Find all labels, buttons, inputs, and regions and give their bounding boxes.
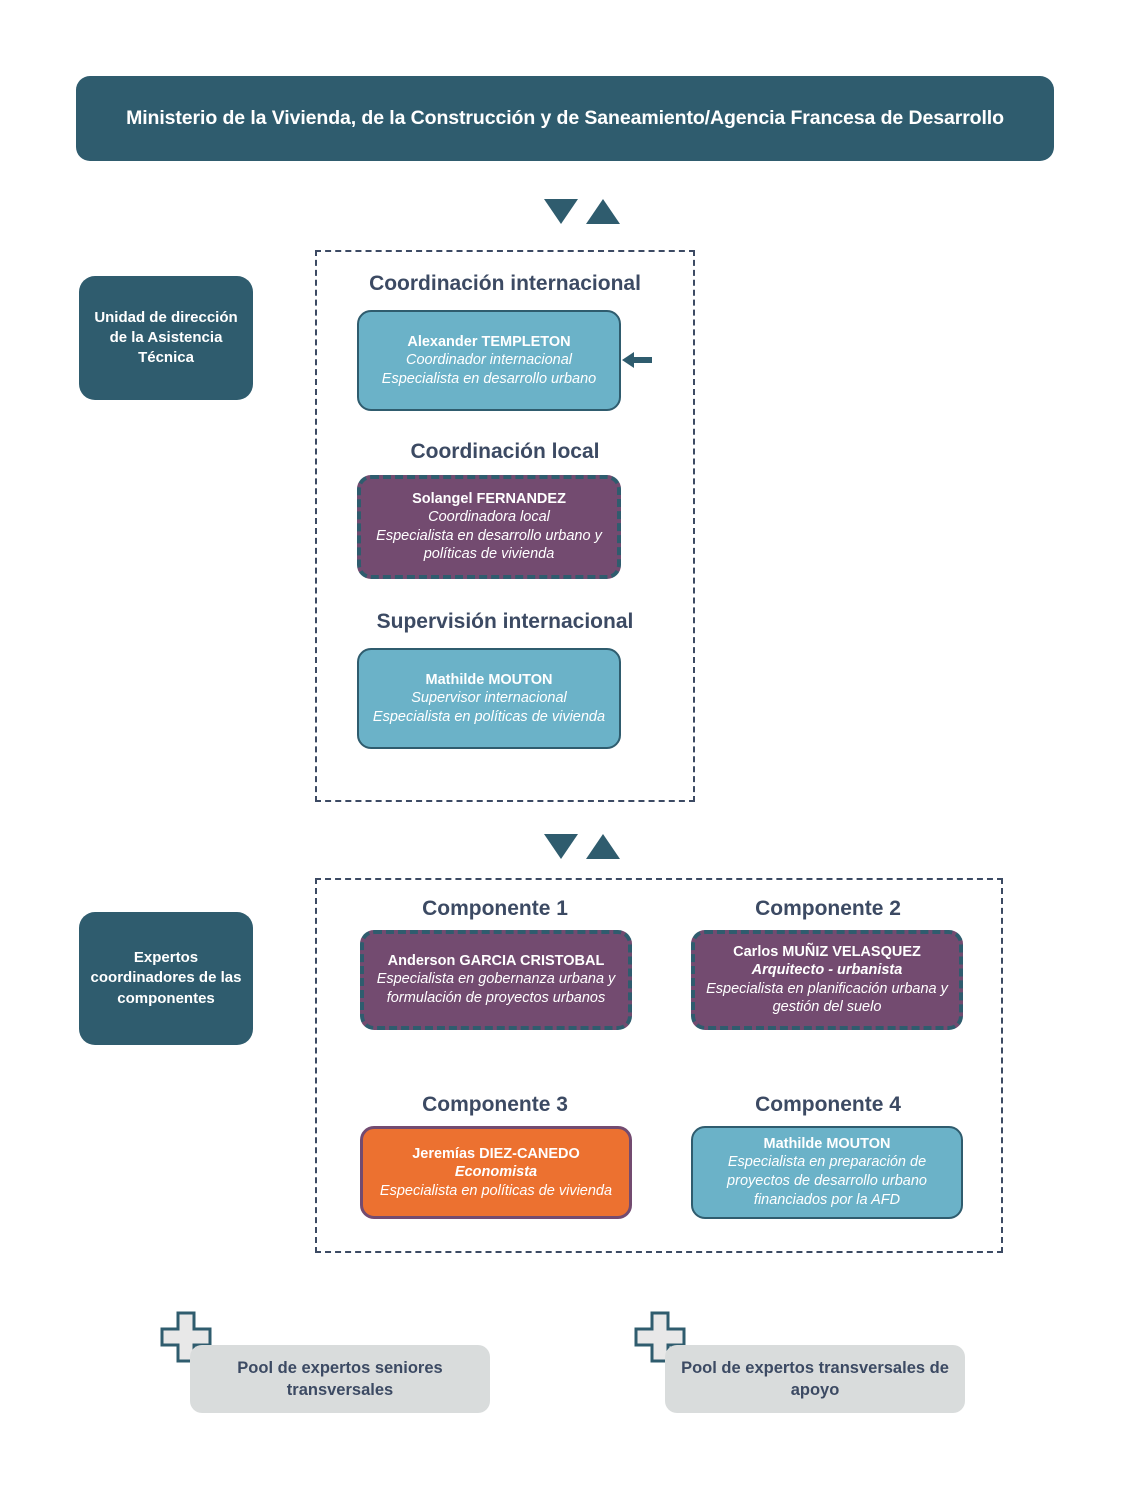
card-name: Anderson GARCIA CRISTOBAL — [387, 953, 605, 970]
card-name: Carlos MUÑIZ VELASQUEZ — [733, 943, 921, 960]
card-specialty: Especialista en planificación urbana y g… — [706, 980, 948, 1016]
page-title: Ministerio de la Vivienda, de la Constru… — [126, 106, 1004, 129]
pool-support-experts-label: Pool de expertos transversales de apoyo — [681, 1358, 949, 1399]
section-title-coordinacion-internacional: Coordinación internacional — [369, 272, 641, 295]
card-specialty: Especialista en preparación de proyectos… — [727, 1154, 927, 1208]
card-role: Supervisor internacional — [411, 689, 567, 706]
organization-header: Ministerio de la Vivienda, de la Constru… — [76, 76, 1054, 161]
connector-middle — [544, 834, 620, 859]
triangle-up-icon — [586, 199, 620, 224]
card-role: Economista — [454, 1163, 538, 1180]
components-group — [315, 878, 1003, 1253]
card-mathilde-mouton-componente-4[interactable]: Mathilde MOUTON Especialista en preparac… — [691, 1126, 963, 1219]
pool-senior-experts[interactable]: Pool de expertos seniores transversales — [190, 1345, 490, 1413]
card-specialty: Especialista en desarrollo urbano — [381, 370, 597, 387]
section-title-coordinacion-local: Coordinación local — [410, 440, 600, 463]
management-unit-group — [315, 250, 695, 802]
card-specialty: Especialista en políticas de vivienda — [379, 1182, 613, 1199]
side-label-management-unit-text: Unidad de dirección de la Asistencia Téc… — [94, 308, 238, 367]
card-name: Jeremías DIEZ-CANEDO — [412, 1145, 580, 1162]
card-specialty: Especialista en gobernanza urbana y form… — [376, 971, 616, 1007]
card-name: Alexander TEMPLETON — [407, 333, 571, 350]
side-label-component-experts-text: Expertos coordinadores de las componente… — [90, 949, 242, 1007]
pool-senior-experts-label: Pool de expertos seniores transversales — [237, 1358, 443, 1399]
card-jeremias-diez-canedo[interactable]: Jeremías DIEZ-CANEDO Economista Especial… — [360, 1126, 632, 1219]
card-name: Solangel FERNANDEZ — [412, 490, 566, 507]
card-specialty: Especialista en políticas de vivienda — [372, 708, 606, 725]
side-label-management-unit: Unidad de dirección de la Asistencia Téc… — [79, 276, 253, 400]
triangle-up-icon — [586, 834, 620, 859]
section-title-componente-4: Componente 4 — [755, 1093, 901, 1116]
section-title-componente-1: Componente 1 — [422, 897, 568, 920]
side-label-component-experts: Expertos coordinadores de las componente… — [79, 912, 253, 1045]
connector-top — [544, 199, 620, 224]
card-role: Coordinador internacional — [405, 351, 573, 368]
card-specialty: Especialista en desarrollo urbano y polí… — [376, 527, 602, 563]
card-name: Mathilde MOUTON — [763, 1136, 891, 1153]
card-name: Mathilde MOUTON — [425, 671, 553, 688]
section-title-componente-2: Componente 2 — [755, 897, 901, 920]
card-carlos-muniz-velasquez[interactable]: Carlos MUÑIZ VELASQUEZ Arquitecto - urba… — [691, 930, 963, 1030]
pool-support-experts[interactable]: Pool de expertos transversales de apoyo — [665, 1345, 965, 1413]
arrow-left-icon — [622, 352, 652, 368]
card-mathilde-mouton-supervisor[interactable]: Mathilde MOUTON Supervisor internacional… — [357, 648, 621, 749]
card-alexander-templeton[interactable]: Alexander TEMPLETON Coordinador internac… — [357, 310, 621, 411]
triangle-down-icon — [544, 199, 578, 224]
section-title-supervision-internacional: Supervisión internacional — [376, 610, 634, 633]
card-solangel-fernandez[interactable]: Solangel FERNANDEZ Coordinadora local Es… — [357, 475, 621, 579]
triangle-down-icon — [544, 834, 578, 859]
card-anderson-garcia-cristobal[interactable]: Anderson GARCIA CRISTOBAL Especialista e… — [360, 930, 632, 1030]
card-role: Arquitecto - urbanista — [751, 961, 903, 978]
card-role: Coordinadora local — [428, 508, 550, 525]
section-title-componente-3: Componente 3 — [422, 1093, 568, 1116]
